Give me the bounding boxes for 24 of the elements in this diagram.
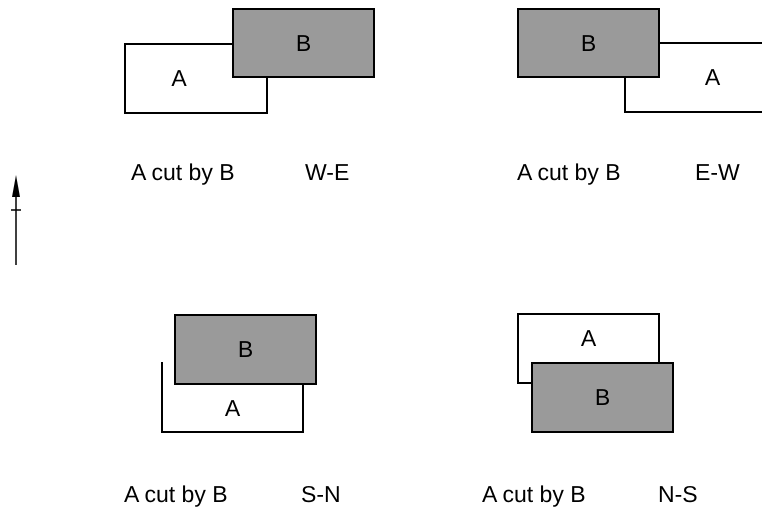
caption-text: A cut by B <box>482 480 586 509</box>
rectangle-box <box>517 313 660 362</box>
box-label: A <box>171 67 187 90</box>
box-label: B <box>594 386 610 409</box>
rectangle-box <box>660 42 762 113</box>
rectangle-box <box>517 8 660 78</box>
rectangle-box <box>531 362 674 433</box>
box-label: B <box>580 32 596 54</box>
caption-text: A cut by B <box>124 480 228 509</box>
box-label: A <box>224 396 240 420</box>
caption-text: W-E <box>305 158 350 187</box>
caption-text: S-N <box>301 480 341 509</box>
caption-text: N-S <box>658 480 698 509</box>
box-label: B <box>238 338 254 361</box>
rectangle-box <box>124 43 232 114</box>
rectangle-box <box>161 385 304 433</box>
caption-text: A cut by B <box>131 158 235 187</box>
box-label: B <box>296 32 312 54</box>
caption-text: E-W <box>695 158 740 187</box>
caption-text: A cut by B <box>517 158 621 187</box>
rectangle-box <box>232 8 375 78</box>
box-label: A <box>580 327 596 350</box>
box-label: A <box>704 66 720 89</box>
rectangle-box <box>174 314 317 385</box>
